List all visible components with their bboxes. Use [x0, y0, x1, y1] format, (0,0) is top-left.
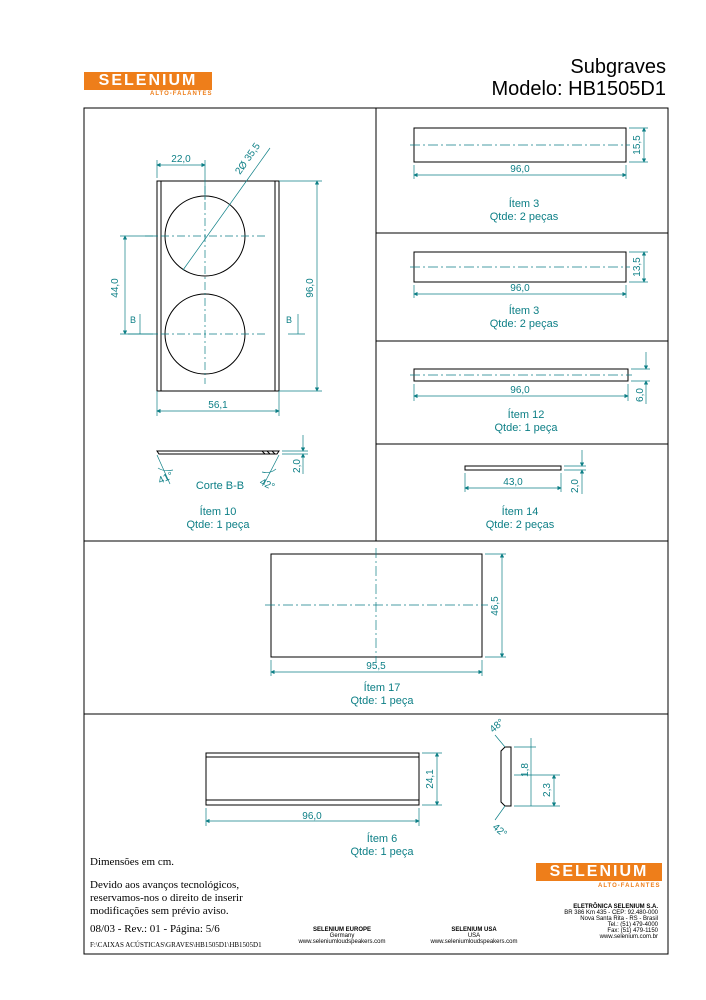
- item3b-dim-height: 13,5: [632, 257, 643, 277]
- item6-dim-a: 1,8: [520, 763, 531, 777]
- company-line-4: Fax: (51) 479-1150: [607, 928, 658, 934]
- item10-label: Ítem 10: [200, 505, 237, 518]
- units-note: Dimensões em cm.: [90, 856, 175, 868]
- revision-note: 08/03 - Rev.: 01 - Página: 5/6: [90, 923, 220, 935]
- item3a-qty: Qtde: 2 peças: [490, 211, 559, 223]
- header-line2: Modelo: HB1505D1: [491, 78, 666, 100]
- item10-dim-width: 56,1: [208, 400, 228, 411]
- item10-dim-diameter: 2Ø 35,5: [233, 141, 263, 177]
- item6-qty: Qtde: 1 peça: [351, 846, 415, 858]
- europe-country: Germany: [329, 933, 355, 939]
- footer-usa: SELENIUM USA USA www.seleniumloudspeaker…: [420, 927, 528, 945]
- disclaimer-line-3: modificações sem prévio aviso.: [90, 905, 229, 917]
- company-line-2: Nova Santa Rita - RS - Brasil: [580, 916, 658, 922]
- item10-angle-right: 42°: [258, 477, 276, 493]
- item3b-label: Ítem 3: [509, 304, 540, 317]
- item10-section-mark-right: B: [286, 315, 292, 325]
- sheet-frame: [83, 107, 669, 955]
- usa-url: www.seleniumloudspeakers.com: [430, 939, 518, 945]
- item6-label: Ítem 6: [367, 832, 398, 845]
- item3a-dim-length: 96,0: [510, 164, 530, 175]
- item10-dim-spacing: 44,0: [110, 278, 121, 298]
- usa-country: USA: [467, 933, 481, 939]
- item12-label: Ítem 12: [508, 408, 545, 421]
- company-line-3: Tel.: (51) 479-4000: [607, 922, 658, 928]
- item6-dim-height: 24,1: [425, 769, 436, 789]
- footer-logo: SELENIUM: [536, 863, 662, 881]
- item17-dim-height: 46,5: [490, 596, 501, 616]
- item17-dim-length: 95,5: [366, 661, 386, 672]
- header-line1: Subgraves: [570, 56, 666, 78]
- item17-label: Ítem 17: [364, 681, 401, 694]
- company-line-1: BR 386 Km 435 - CEP: 92.480-000: [564, 910, 658, 916]
- item3a-dim-height: 15,5: [632, 135, 643, 155]
- item6-drawing: 48° 42° 1,8 2,3 96,0 24,1 Ítem 6 Qtde: 1…: [205, 717, 560, 858]
- item3a-label: Ítem 3: [509, 197, 540, 210]
- item10-dim-width-top: 22,0: [171, 154, 191, 165]
- item10-dim-thickness: 2,0: [292, 459, 303, 473]
- item10-angle-left: 41°: [157, 470, 175, 486]
- item12-dim-length: 96,0: [510, 385, 530, 396]
- usa-title: SELENIUM USA: [451, 927, 497, 933]
- item17-drawing: 95,5 46,5 Ítem 17 Qtde: 1 peça: [265, 548, 506, 707]
- item3b-dim-length: 96,0: [510, 283, 530, 294]
- item14-dim-height: 2,0: [570, 479, 581, 493]
- disclaimer-line-2: reservamos-nos o direito de inserir: [90, 892, 243, 904]
- footer-company: ELETRÔNICA SELENIUM S.A. BR 386 Km 435 -…: [550, 904, 658, 940]
- brand-tagline: ALTO-FALANTES: [150, 91, 213, 97]
- item6-angle-bottom: 42°: [490, 822, 509, 840]
- europe-title: SELENIUM EUROPE: [312, 927, 371, 933]
- item12-qty: Qtde: 1 peça: [495, 422, 559, 434]
- footer-tagline: ALTO-FALANTES: [598, 883, 661, 889]
- item3b-drawing: 96,0 13,5 Ítem 3 Qtde: 2 peças: [410, 251, 648, 330]
- item10-dim-height: 96,0: [305, 278, 316, 298]
- footer-europe: SELENIUM EUROPE Germany www.seleniumloud…: [296, 927, 388, 945]
- item6-dim-length: 96,0: [302, 811, 322, 822]
- item10-section-label: Corte B-B: [196, 480, 244, 492]
- company-name: ELETRÔNICA SELENIUM S.A.: [573, 904, 658, 910]
- item12-dim-height: 6,0: [635, 388, 646, 402]
- disclaimer-line-1: Devido aos avanços tecnológicos,: [90, 879, 240, 891]
- europe-url: www.seleniumloudspeakers.com: [298, 939, 386, 945]
- item6-angle-top: 48°: [488, 717, 507, 735]
- item3b-qty: Qtde: 2 peças: [490, 318, 559, 330]
- item14-qty: Qtde: 2 peças: [486, 519, 555, 531]
- item10-qty: Qtde: 1 peça: [187, 519, 251, 531]
- item17-qty: Qtde: 1 peça: [351, 695, 415, 707]
- company-line-5: www.selenium.com.br: [599, 934, 658, 940]
- brand-logo: SELENIUM: [84, 72, 212, 90]
- item14-dim-length: 43,0: [503, 477, 523, 488]
- item6-dim-b: 2,3: [542, 783, 553, 797]
- item10-drawing: 22,0 2Ø 35,5 44,0 96,0 56,1 B B 41° 42° …: [110, 141, 322, 531]
- file-path: F:\CAIXAS ACÚSTICAS\GRAVES\HB1505D1\HB15…: [90, 941, 262, 949]
- item12-drawing: 96,0 6,0 Ítem 12 Qtde: 1 peça: [410, 352, 650, 434]
- item10-section-mark-left: B: [130, 315, 136, 325]
- item14-label: Ítem 14: [502, 505, 539, 518]
- item14-drawing: 43,0 2,0 Ítem 14 Qtde: 2 peças: [464, 450, 586, 531]
- item3a-drawing: 96,0 15,5 Ítem 3 Qtde: 2 peças: [410, 127, 648, 223]
